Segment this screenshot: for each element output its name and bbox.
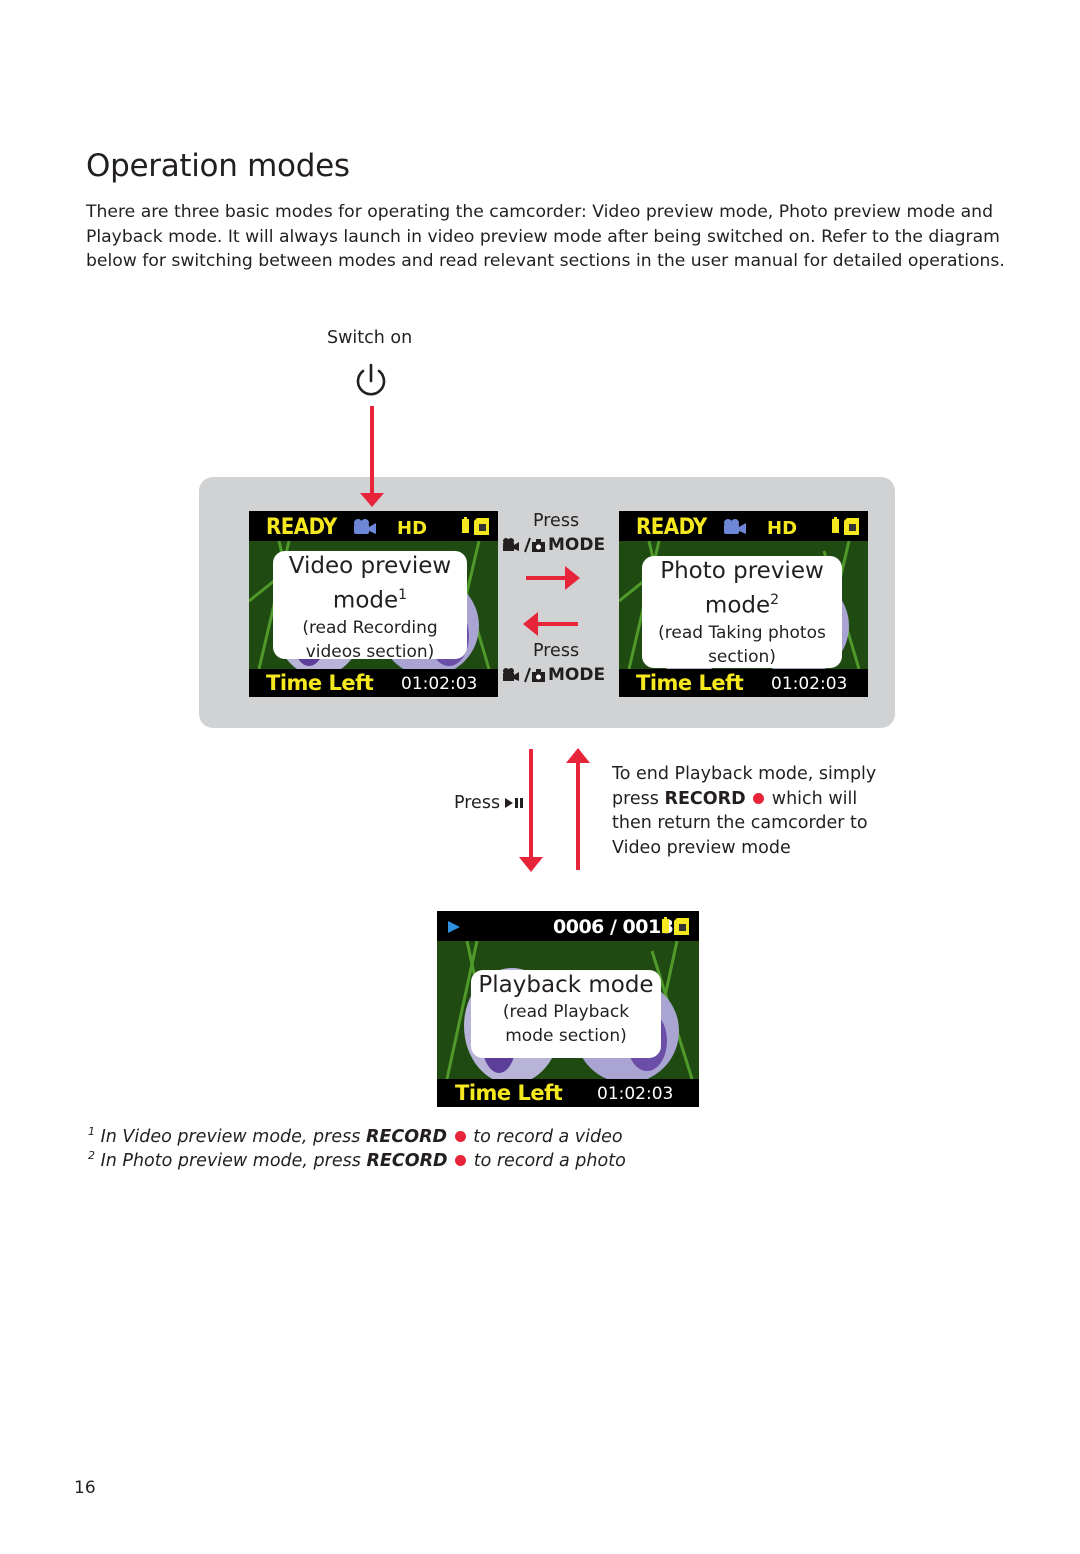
card-line1: (read Taking photos: [658, 622, 826, 643]
card-mode: mode: [332, 587, 399, 614]
footnote-number: 2: [88, 1149, 95, 1162]
power-icon: [356, 363, 386, 396]
switch-on-label: Switch on: [327, 328, 413, 348]
arrow-from-playback: [566, 748, 590, 870]
footnote-record: RECORD: [366, 1150, 448, 1171]
time-left-label: Time Left: [636, 671, 744, 695]
note-line2-post: which will: [766, 788, 858, 809]
page-number: 16: [74, 1478, 96, 1498]
mode-text: MODE: [548, 665, 606, 685]
video-preview-screen: READY HD Video preview mode1 (read Recor…: [249, 511, 498, 697]
time-left-value: 01:02:03: [401, 674, 478, 694]
time-left-label: Time Left: [266, 671, 374, 695]
intro-paragraph: There are three basic modes for operatin…: [86, 202, 1005, 271]
battery-sd-icon: [832, 517, 859, 535]
card-title: Video preview: [288, 553, 452, 579]
status-ready: READY: [636, 515, 707, 540]
card-line1: (read Recording: [302, 617, 438, 638]
status-ready: READY: [266, 515, 337, 540]
arrow-video-to-photo: [526, 566, 580, 590]
note-line4: Video preview mode: [612, 837, 791, 858]
playback-screen: 0006 / 0013 Playback mode (read Playback…: [437, 911, 699, 1107]
record-dot-icon: [455, 1155, 467, 1167]
arrow-photo-to-video: [523, 612, 578, 636]
footnote-post: to record a video: [467, 1126, 623, 1147]
footnote-pre: In Photo preview mode, press: [100, 1150, 367, 1171]
video-camera-icon: [354, 519, 376, 534]
press-label-bottom: Press: [533, 641, 580, 661]
card-line2: videos section): [305, 641, 435, 662]
mode-text: MODE: [548, 535, 606, 555]
record-dot-icon: [454, 1131, 466, 1143]
footnote-pre: In Video preview mode, press: [100, 1126, 366, 1147]
note-line1: To end Playback mode, simply: [612, 764, 877, 784]
hd-badge: HD: [397, 518, 428, 539]
mode-button-bottom: MODE: [502, 665, 605, 685]
card-line2: mode section): [505, 1026, 627, 1046]
card-line1: (read Playback: [502, 1002, 630, 1022]
video-photo-icon: [503, 667, 545, 683]
card-title: Photo preview: [660, 558, 824, 584]
arrow-switch-on-down: [360, 406, 384, 507]
note-line2: press RECORD which will: [612, 787, 876, 812]
play-pause-icon: [505, 798, 524, 808]
play-icon: [448, 921, 460, 933]
footnote-ref: 1: [398, 587, 408, 603]
record-dot-icon: [753, 793, 765, 804]
video-preview-card: Video preview mode1 (read Recording vide…: [273, 551, 467, 662]
time-left-value: 01:02:03: [597, 1084, 674, 1104]
video-camera-icon: [724, 519, 746, 534]
footnote-1: 1 In Video preview mode, press RECORD to…: [88, 1125, 623, 1147]
hd-badge: HD: [767, 518, 798, 539]
press-play-text: Press: [454, 793, 501, 813]
footnote-number: 1: [88, 1125, 95, 1138]
playback-card: Playback mode (read Playback mode sectio…: [471, 970, 661, 1058]
card-mode: mode: [704, 592, 771, 619]
battery-sd-icon: [462, 517, 489, 535]
note-line3: then return the camcorder to: [612, 813, 868, 833]
file-counter: 0006 / 0013: [553, 916, 674, 938]
record-label: RECORD: [664, 788, 746, 809]
card-line2: section): [708, 646, 776, 667]
end-playback-note: To end Playback mode, simply press RECOR…: [612, 762, 876, 860]
footnote-2: 2 In Photo preview mode, press RECORD to…: [88, 1149, 626, 1171]
photo-preview-card: Photo preview mode2 (read Taking photos …: [642, 556, 842, 668]
arrow-to-playback: [519, 749, 543, 872]
battery-sd-icon: [662, 917, 689, 935]
footnote-ref: 2: [770, 592, 780, 608]
footnote-post: to record a photo: [468, 1150, 626, 1171]
footnote-record: RECORD: [365, 1126, 448, 1147]
photo-preview-screen: READY HD Photo preview mode2 (read Takin…: [619, 511, 868, 697]
press-label-top: Press: [533, 511, 580, 531]
card-title: Playback mode: [478, 972, 654, 998]
mode-button-top: MODE: [502, 535, 605, 555]
time-left-value: 01:02:03: [771, 674, 848, 694]
note-line2-pre: press: [612, 788, 665, 809]
video-photo-icon: [503, 537, 545, 553]
time-left-label: Time Left: [455, 1081, 563, 1105]
page-title: Operation modes: [86, 148, 350, 184]
press-play-label: Press: [454, 793, 524, 813]
